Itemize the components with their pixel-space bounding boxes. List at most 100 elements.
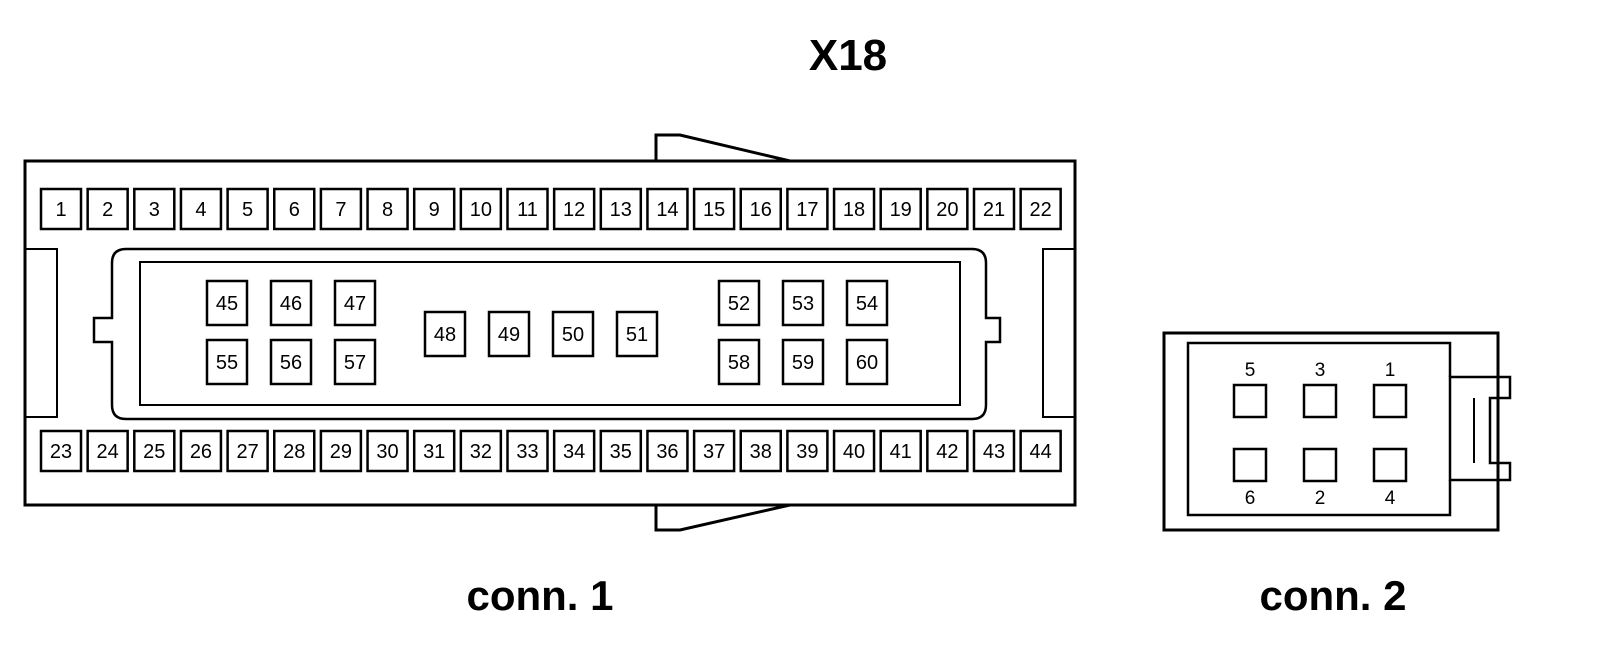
pin-17: 17 [786,187,829,231]
pin-label: 38 [750,441,772,463]
pin-box [86,187,129,231]
pin-58: 58 [717,338,761,386]
pin-box [717,338,761,386]
pin-13: 13 [599,187,643,231]
pin-52: 52 [717,279,761,327]
pin-box [269,279,313,327]
pin-label: 27 [236,441,258,463]
connector-1-top-latch [654,133,791,163]
pin-31: 31 [412,429,456,473]
connector-2-latch [1448,375,1512,482]
pin-47: 47 [333,279,377,327]
pin-box [319,429,363,473]
pin-box [1372,383,1408,419]
pin-label: 58 [728,352,750,374]
connector-1-left-slot [24,248,58,418]
pin-label: 15 [703,199,725,221]
pin-label: 35 [610,441,632,463]
pin-label: 16 [750,199,772,221]
pin-60: 60 [845,338,889,386]
pin-12: 12 [552,187,596,231]
pin-box [552,187,596,231]
pin-label: 5 [1245,360,1256,381]
pin-box [717,279,761,327]
pin-label: 45 [216,293,238,315]
pin-1 [1372,383,1408,419]
pin-33: 33 [506,429,549,473]
pin-box [1232,383,1268,419]
pin-39: 39 [786,429,829,473]
pin-42: 42 [926,429,969,473]
pin-label: 3 [149,199,160,221]
pin-label: 3 [1315,360,1326,381]
connector-1-housing [23,159,1077,507]
pin-label: 37 [703,441,725,463]
pin-box [599,429,643,473]
pin-box [646,187,689,231]
pin-box [879,429,922,473]
pin-box [786,429,829,473]
pin-box [781,279,825,327]
pin-label: 33 [516,441,538,463]
pin-box [205,279,249,327]
pin-box [646,429,689,473]
pin-box [333,279,377,327]
pin-box [1019,187,1062,231]
pin-9: 9 [412,187,456,231]
pin-label: 52 [728,293,750,315]
pin-14: 14 [646,187,689,231]
pin-box [1232,447,1268,483]
pin-1: 1 [39,187,83,231]
pin-50: 50 [551,310,595,358]
pin-label: 9 [429,199,440,221]
pin-43: 43 [972,429,1016,473]
pin-49: 49 [487,310,531,358]
pin-7: 7 [319,187,363,231]
pin-box [692,187,736,231]
pin-6: 6 [273,187,316,231]
pin-label: 10 [470,199,492,221]
pin-label: 13 [610,199,632,221]
pin-28: 28 [273,429,316,473]
pin-box [1302,383,1338,419]
pin-59: 59 [781,338,825,386]
pin-5: 5 [226,187,269,231]
pin-box [845,279,889,327]
pin-box [423,310,467,358]
pin-4 [1372,447,1408,483]
pin-box [1019,429,1062,473]
pin-label: 53 [792,293,814,315]
pin-label: 8 [382,199,393,221]
pin-box [269,338,313,386]
pin-label: 34 [563,441,585,463]
pin-box [39,429,83,473]
pin-label: 20 [936,199,958,221]
pin-15: 15 [692,187,736,231]
pin-label: 55 [216,352,238,374]
pin-label: 39 [796,441,818,463]
pin-label: 11 [517,199,538,221]
pin-box [615,310,659,358]
pin-box [506,187,549,231]
pin-box [412,187,456,231]
pin-box [926,429,969,473]
pin-box [179,187,223,231]
pin-label: 6 [1245,488,1256,509]
pin-box [845,338,889,386]
pin-29: 29 [319,429,363,473]
pin-3 [1302,383,1338,419]
pin-box [133,429,176,473]
pin-label: 50 [562,324,584,346]
pin-box [366,187,409,231]
pin-box [333,338,377,386]
pin-45: 45 [205,279,249,327]
pin-23: 23 [39,429,83,473]
pin-label: 29 [330,441,352,463]
pin-32: 32 [459,429,503,473]
pin-label: 23 [50,441,72,463]
pin-label: 46 [280,293,302,315]
pin-48: 48 [423,310,467,358]
pin-label: 48 [434,324,456,346]
